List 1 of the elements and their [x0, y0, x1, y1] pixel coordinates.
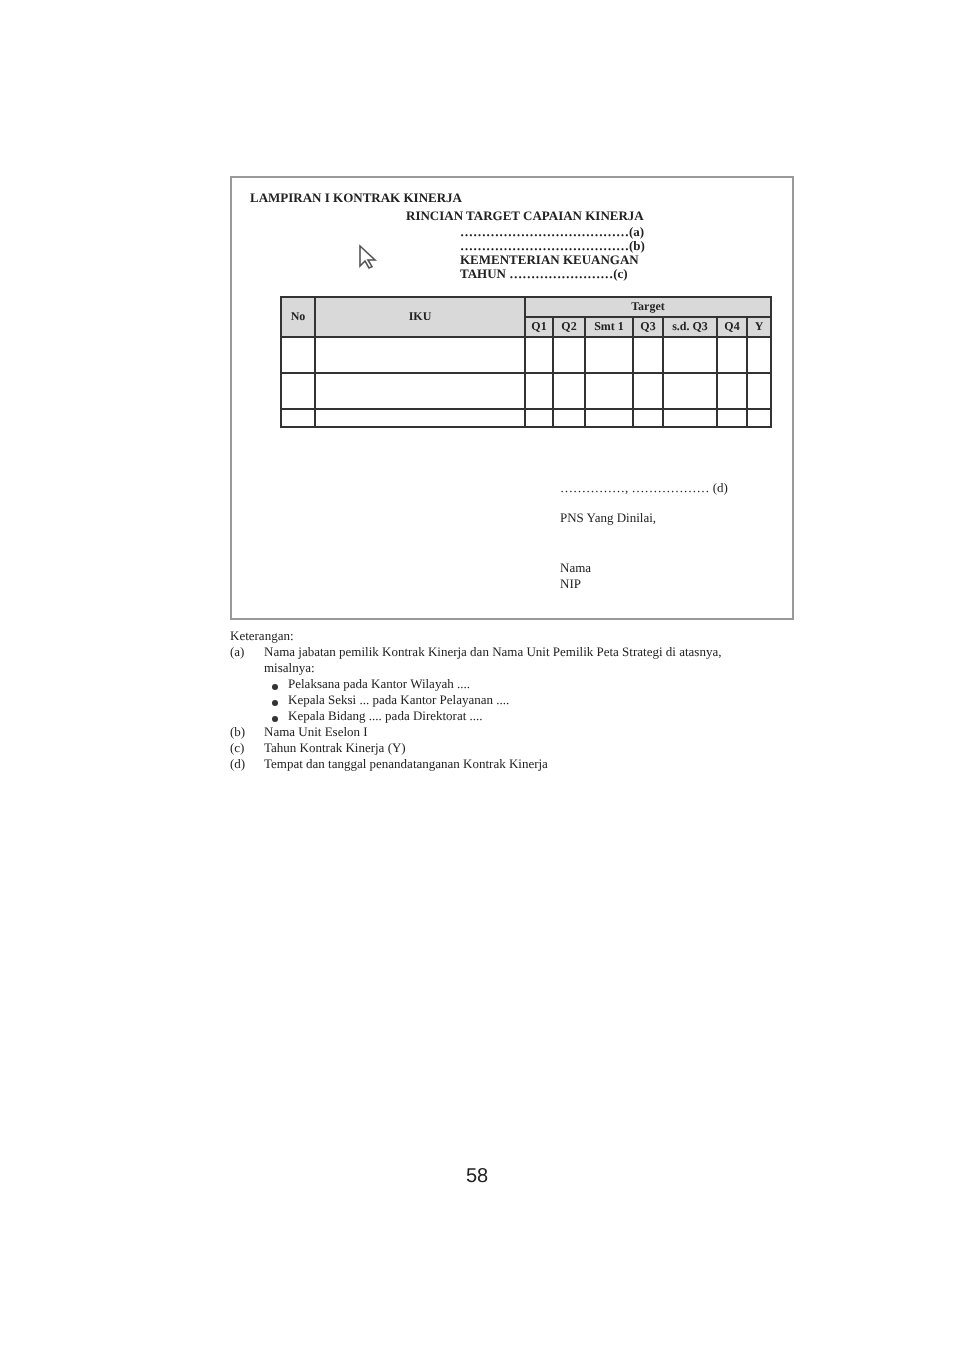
page-number: 58	[466, 1166, 489, 1190]
